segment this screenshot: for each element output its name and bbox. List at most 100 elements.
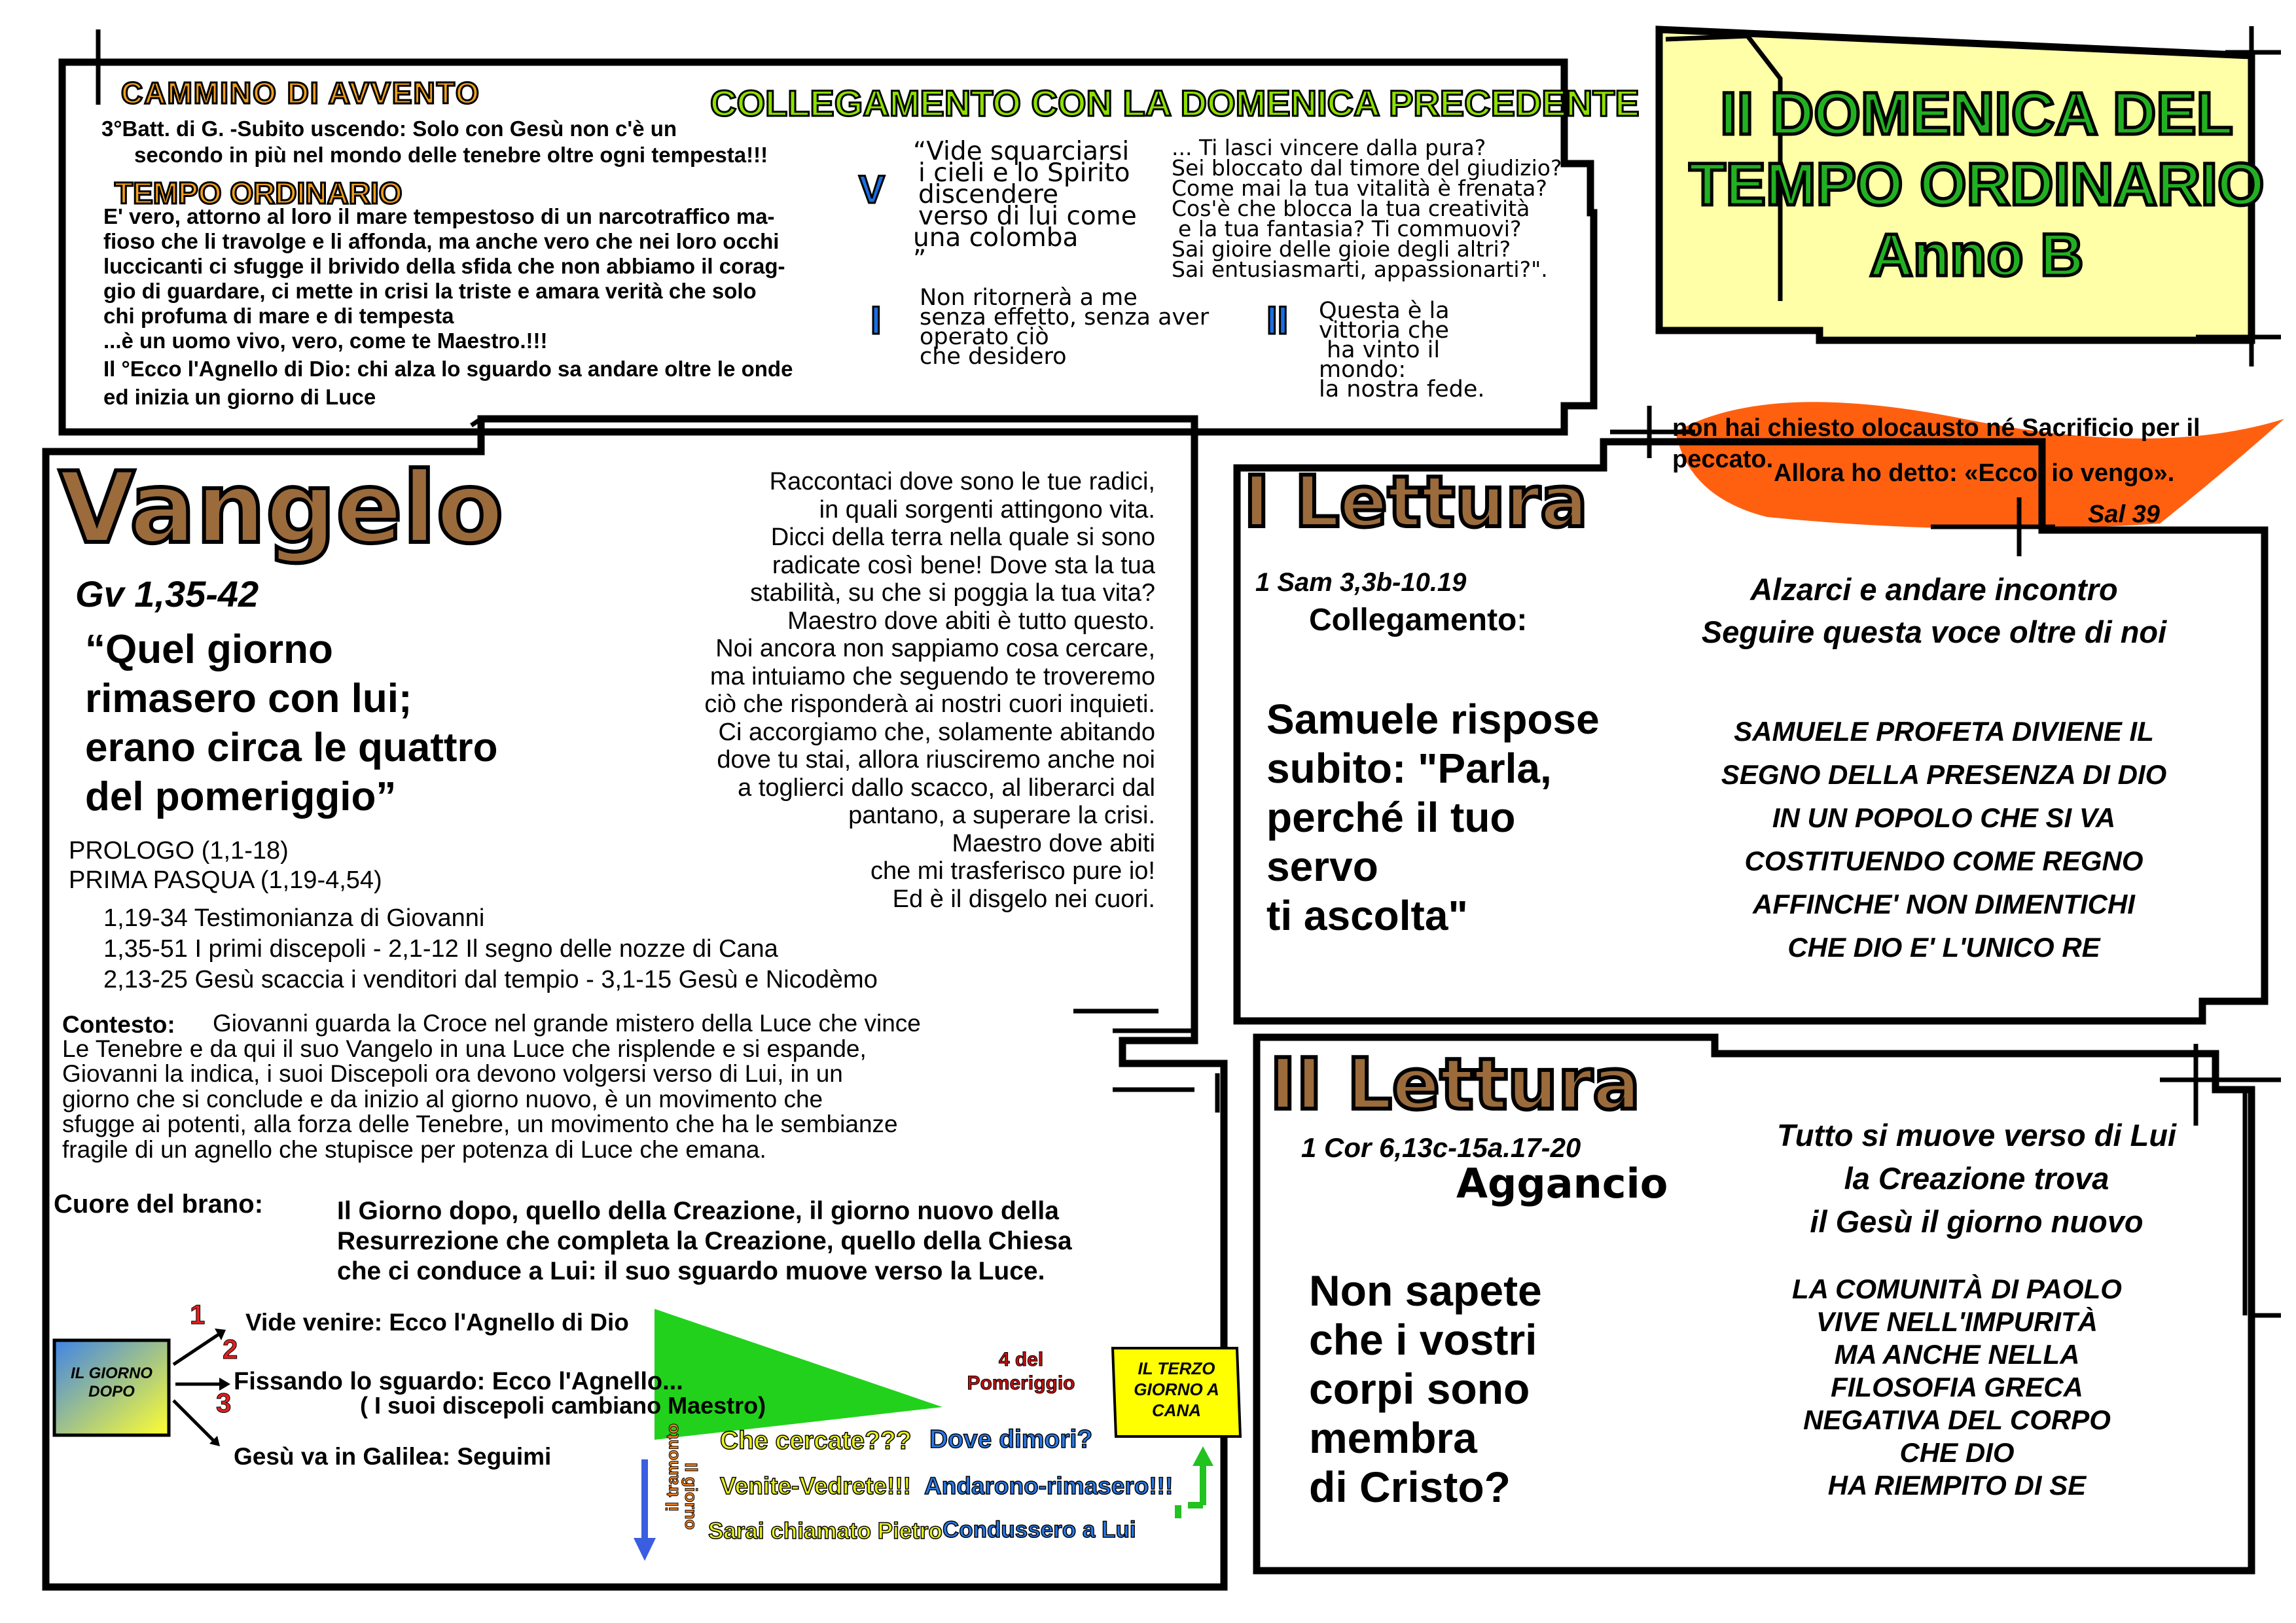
quattro-line: Pomeriggio [967, 1372, 1075, 1395]
quote-v-line: ” [913, 245, 927, 274]
lettura1-quote-line: subito: "Parla, [1266, 745, 1552, 792]
quote-v: “Vide squarciarsi i cieli e lo Spirito d… [913, 137, 1137, 274]
structure-line: PRIMA PASQUA (1,19-4,54) [69, 866, 382, 894]
terzo-line: IL TERZO [1138, 1359, 1215, 1378]
questions: ... Ti lasci vincere dalla pura? Sei blo… [1172, 137, 1562, 282]
cuore-line: che ci conduce a Lui: il suo sguardo muo… [337, 1257, 1045, 1285]
poem-line: pantano, a superare la crisi. [848, 802, 1155, 829]
arrow-1 [172, 1330, 224, 1366]
caps-line: MA ANCHE NELLA [1834, 1339, 2080, 1370]
sub-line: 1,19-34 Testimonianza di Giovanni [103, 904, 485, 932]
poem-line: Dicci della terra nella quale si sono [770, 524, 1155, 551]
vangelo-panel [42, 415, 1228, 1591]
num-1: 1 [189, 1299, 206, 1330]
quote-v-line: discendere [918, 180, 1058, 209]
caps-line: CHE DIO E' L'UNICO RE [1787, 932, 2100, 963]
word-che-cercate: Che cercate??? [719, 1426, 912, 1455]
step-1: Vide venire: Ecco l'Agnello di Dio [245, 1309, 629, 1336]
lettura2-agg-text: Tutto si muove verso di Lui la Creazione… [1734, 1114, 2219, 1243]
cuore-text: Il Giorno dopo, quello della Creazione, … [337, 1196, 1072, 1287]
giorno-dopo-box [52, 1338, 171, 1437]
quote-v-line: una colomba [913, 223, 1079, 253]
batt-line1: 3°Batt. di G. -Subito uscendo: Solo con … [101, 116, 677, 141]
quattro-line: 4 del [998, 1349, 1044, 1371]
title-line: Anno B [1868, 221, 2085, 291]
lettura1-quote-line: ti ascolta" [1266, 892, 1468, 939]
question-line: Come mai la tua vitalità è frenata? [1172, 175, 1547, 201]
quote-ii-line: mondo: [1319, 357, 1407, 383]
lettura2-quote-line: Non sapete [1309, 1266, 1542, 1315]
sub-line: 2,13-25 Gesù scaccia i venditori dal tem… [103, 966, 878, 993]
num-2: 2 [222, 1334, 238, 1365]
word-andarono: Andarono-rimasero!!! [924, 1472, 1174, 1500]
tempo-heading: TEMPO ORDINARIO [114, 175, 404, 211]
contesto-line: sfugge ai potenti, alla forza delle Tene… [62, 1111, 898, 1137]
contesto-line: Giovanni guarda la Croce nel grande mist… [213, 1010, 921, 1037]
terzo-line: CANA [1151, 1400, 1202, 1420]
arrow-3 [172, 1399, 217, 1444]
main-title: II DOMENICA DEL TEMPO ORDINARIO Anno B [1687, 79, 2266, 291]
terzo-giorno-box [1111, 1347, 1242, 1438]
lettura1-title: I Lettura [1242, 459, 1590, 545]
quote-ii-line: la nostra fede. [1319, 376, 1485, 402]
title-line: II DOMENICA DEL [1719, 79, 2235, 149]
lettura2-quote-line: membra [1309, 1414, 1477, 1462]
caps-line: VIVE NELL'IMPURITÀ [1816, 1306, 2098, 1337]
vangelo-quote-line: rimasero con lui; [85, 676, 412, 721]
top-banner-panel [58, 58, 1598, 436]
caps-line: SEGNO DELLA PRESENZA DI DIO [1721, 759, 2167, 790]
lettura1-quote: Samuele rispose subito: "Parla, perché i… [1266, 695, 1600, 940]
contesto-line: Le Tenebre e da qui il suo Vangelo in un… [62, 1035, 867, 1062]
question-line: Sei bloccato dal timore del giudizio? [1172, 155, 1562, 181]
lettura1-panel [1233, 438, 2269, 1025]
agg-line: la Creazione trova [1844, 1161, 2109, 1196]
word-venite: Venite-Vedrete!!! [719, 1472, 911, 1500]
num-3: 3 [215, 1387, 232, 1419]
ecco-line2: ed inizia un giorno di Luce [103, 385, 376, 409]
coll-line: Alzarci e andare incontro [1750, 572, 2118, 607]
poem-line: che mi trasferisco pure io! [870, 857, 1155, 885]
quote-i-line: che desidero [920, 344, 1067, 370]
salmo-line2: Allora ho detto: «Ecco, io vengo». [1774, 459, 2175, 487]
lettura1-caps: SAMUELE PROFETA DIVIENE IL SEGNO DELLA P… [1676, 710, 2212, 969]
poem-line: Ed è il disgelo nei cuori. [892, 885, 1155, 913]
vangelo-sub: 1,19-34 Testimonianza di Giovanni 1,35-5… [103, 903, 878, 995]
lettura1-quote-line: perché il tuo [1266, 794, 1516, 841]
giorno-dopo-line: DOPO [88, 1383, 135, 1400]
agg-line: Tutto si muove verso di Lui [1776, 1118, 2177, 1152]
poem-line: in quali sorgenti attingono vita. [819, 495, 1155, 524]
vertical-right: Il giorno [681, 1463, 702, 1531]
lettura2-caps: LA COMUNITÀ DI PAOLO VIVE NELL'IMPURITÀ … [1715, 1273, 2199, 1502]
vangelo-structure: PROLOGO (1,1-18) PRIMA PASQUA (1,19-4,54… [69, 836, 382, 895]
step-2b: ( I suoi discepoli cambiano Maestro) [360, 1392, 766, 1419]
lettura2-quote-line: di Cristo? [1309, 1463, 1511, 1511]
lettura2-quote-line: che i vostri [1309, 1315, 1537, 1364]
quote-ii-line: vittoria che [1319, 317, 1449, 344]
caps-line: FILOSOFIA GRECA [1831, 1372, 2083, 1402]
caps-line: AFFINCHE' NON DIMENTICHI [1753, 889, 2135, 919]
question-line: e la tua fantasia? Ti commuovi? [1178, 216, 1522, 241]
caps-line: NEGATIVA DEL CORPO [1803, 1404, 2111, 1435]
quote-i-line: senza effetto, senza aver [920, 304, 1210, 330]
ecco-line1: Il °Ecco l'Agnello di Dio: chi alza lo s… [103, 357, 793, 381]
poem-line: radicate così bene! Dove sta la tua [772, 551, 1155, 579]
collegamento-heading: COLLEGAMENTO CON LA DOMENICA PRECEDENTE [709, 82, 1641, 125]
mark-v: V [857, 167, 886, 213]
lettura2-ref: 1 Cor 6,13c-15a.17-20 [1301, 1132, 1581, 1163]
para-line: luccicanti ci sfugge il brivido della sf… [103, 254, 785, 278]
para-line: E' vero, attorno al loro il mare tempest… [103, 204, 775, 228]
question-line: Sai entusiasmarti, appassionarti?". [1172, 257, 1548, 282]
lettura1-quote-line: servo [1266, 843, 1378, 890]
lettura2-quote-line: corpi sono [1309, 1364, 1530, 1413]
quote-ii-line: Questa è la [1319, 298, 1450, 324]
quote-v-line: “Vide squarciarsi [913, 137, 1130, 166]
cuore-label: Cuore del brano: [54, 1190, 264, 1219]
quote-i-line: Non ritornerà a me [920, 285, 1138, 311]
vangelo-quote-line: “Quel giorno [85, 627, 333, 672]
batt-line2: secondo in più nel mondo delle tenebre o… [134, 143, 768, 167]
vertical-left: il tramonto [662, 1423, 683, 1512]
lettura2-panel [1253, 1033, 2255, 1575]
para-line: fioso che li travolge e li affonda, ma a… [103, 229, 780, 253]
lettura1-ref: 1 Sam 3,3b-10.19 [1255, 568, 1467, 597]
step-2: Fissando lo sguardo: Ecco l'Agnello... [234, 1368, 683, 1395]
